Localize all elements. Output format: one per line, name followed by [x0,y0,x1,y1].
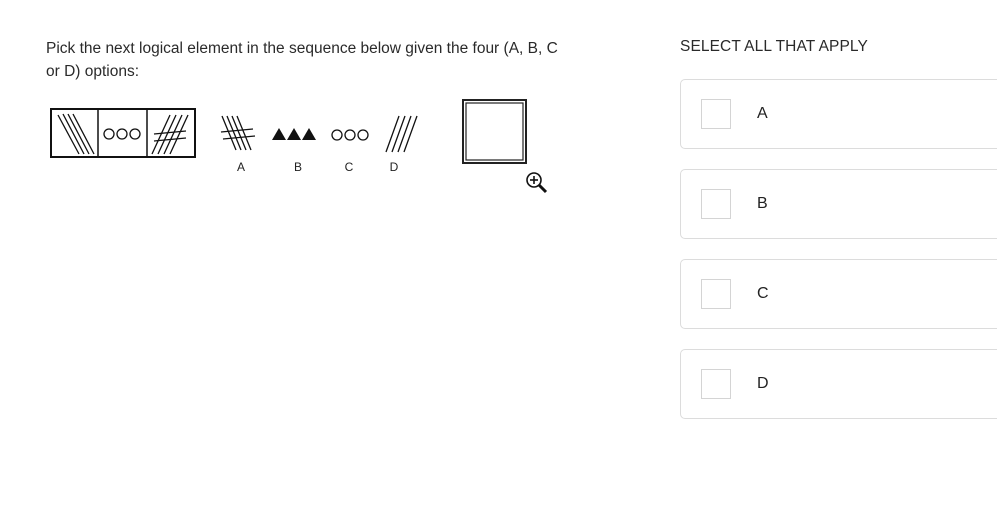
sequence-strip [50,108,196,158]
option-c-checkbox[interactable] [701,279,731,309]
option-a-card[interactable]: A [680,79,997,149]
option-c-symbol [331,129,369,141]
option-c-card[interactable]: C [680,259,997,329]
option-c-letter: C [345,160,354,174]
option-c-label: C [757,285,769,302]
option-d-label: D [757,375,769,392]
diagonal-lines-icon [57,113,95,155]
circles-icon [103,128,141,140]
answer-options: A B C D [680,79,997,439]
option-b-card[interactable]: B [680,169,997,239]
option-d-symbol [385,115,418,153]
answer-box [462,99,527,164]
answer-heading: SELECT ALL THAT APPLY [680,38,868,55]
option-a-letter: A [237,160,245,174]
sequence-figure: A B C D [46,94,556,198]
zoom-in-icon[interactable] [526,172,548,194]
option-a-symbol [220,115,256,151]
option-b-checkbox[interactable] [701,189,731,219]
question-prompt: Pick the next logical element in the seq… [46,40,558,80]
option-b-letter: B [294,160,302,174]
option-b-label: B [757,195,768,212]
option-d-card[interactable]: D [680,349,997,419]
option-a-checkbox[interactable] [701,99,731,129]
crossed-lines-icon [151,114,189,155]
option-d-letter: D [390,160,399,174]
option-d-checkbox[interactable] [701,369,731,399]
option-b-symbol [272,128,316,140]
option-a-label: A [757,105,768,122]
